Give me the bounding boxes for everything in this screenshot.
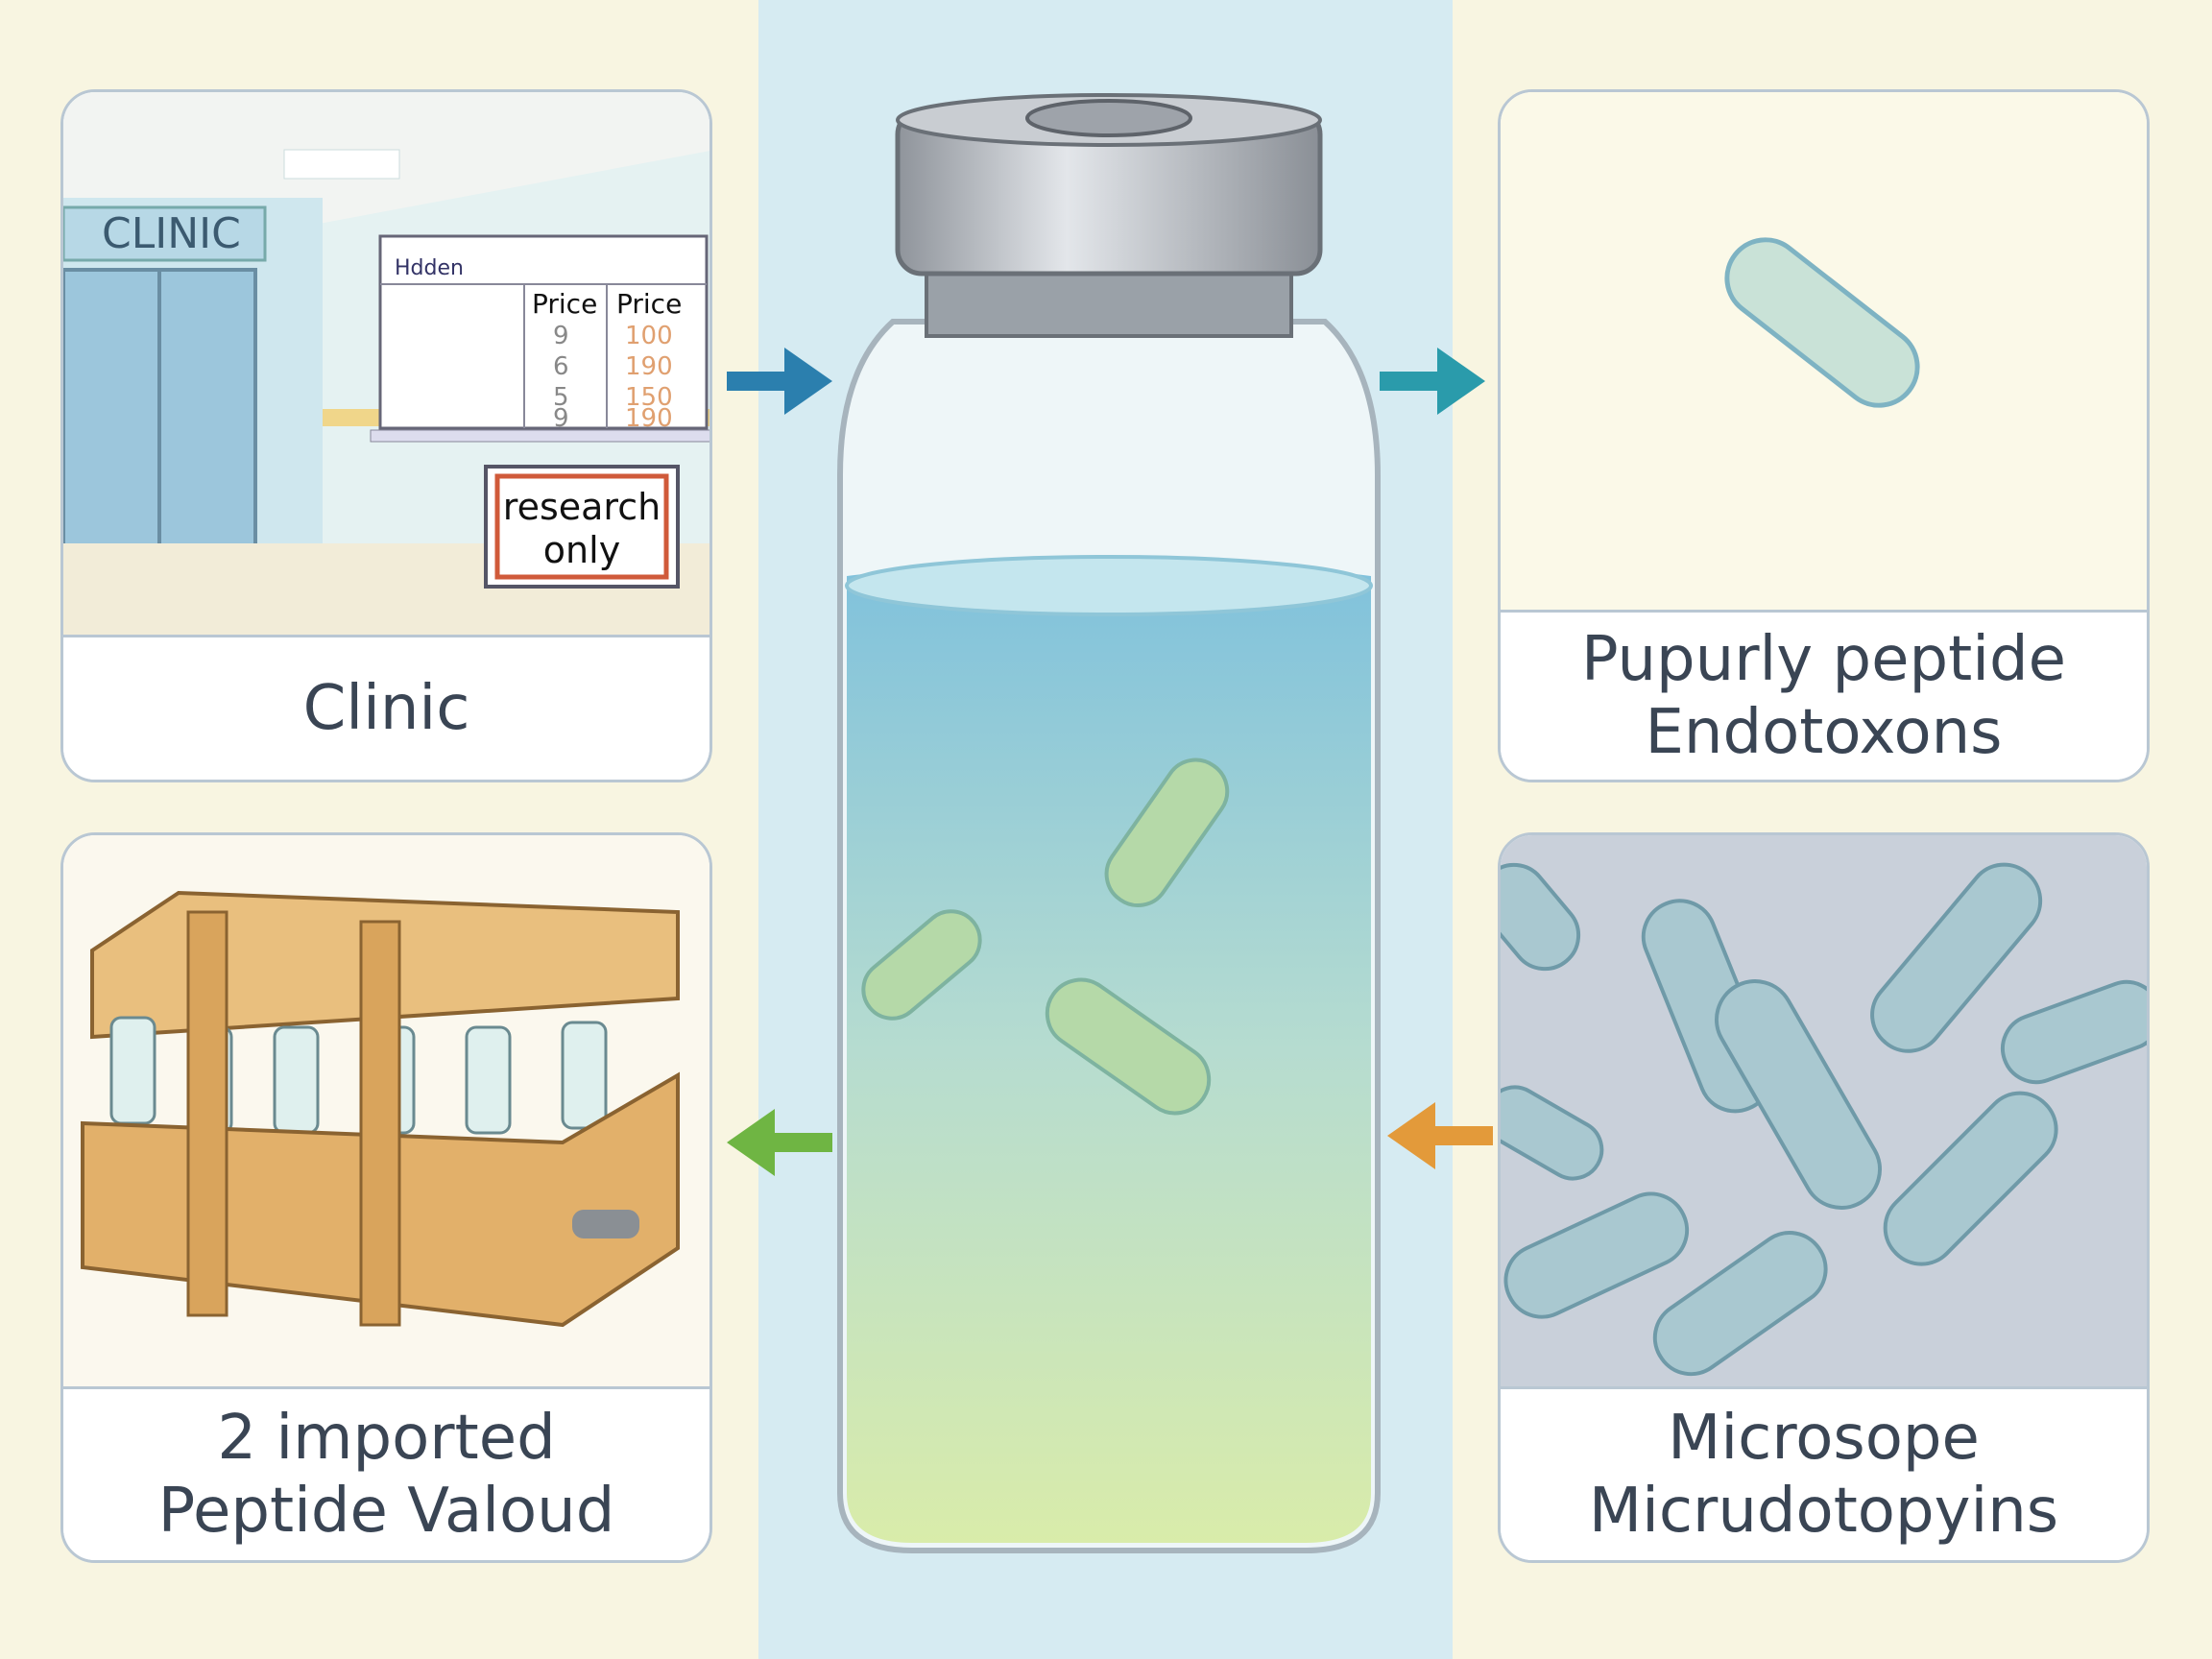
crate-illustration <box>63 835 709 1392</box>
price-cell: 9 <box>553 404 569 433</box>
imported-label-line: Peptide Valoud <box>157 1476 615 1547</box>
endotoxin-label-line: Pupurly peptide <box>1580 624 2067 695</box>
clinic-sign: CLINIC <box>102 209 241 258</box>
research-only-sign <box>484 465 680 589</box>
clinic-label: Clinic <box>63 635 709 780</box>
arrow-left-icon <box>1387 1102 1493 1169</box>
price-header: Price <box>532 288 597 320</box>
price-cell: 190 <box>625 404 673 433</box>
imported-label-line: 2 imported <box>217 1403 556 1474</box>
arrow-right-icon <box>727 348 832 415</box>
notice-text: research <box>503 486 661 528</box>
clinic-label-text: Clinic <box>302 673 470 744</box>
imported-panel: 2 imported Peptide Valoud <box>60 832 712 1563</box>
endotoxin-label-line: Endotoxons <box>1645 697 2003 768</box>
price-cell: 150 <box>625 383 673 412</box>
peptide-vial <box>837 93 1381 1553</box>
endotoxin-label: Pupurly peptide Endotoxons <box>1501 610 2147 780</box>
price-cell: 5 <box>553 383 569 412</box>
price-cell: 190 <box>625 352 673 381</box>
notice-text: only <box>543 529 620 571</box>
price-board <box>378 234 709 430</box>
price-cell: 9 <box>553 322 569 350</box>
arrow-right-icon <box>1380 348 1485 415</box>
bacterium-illustration <box>1501 92 2147 615</box>
price-cell: 6 <box>553 352 569 381</box>
microscope-label: Microsope Micrudotopyins <box>1501 1386 2147 1560</box>
price-cell: 100 <box>625 322 673 350</box>
microscope-illustration <box>1501 835 2147 1392</box>
microscope-label-line: Micrudotopyins <box>1588 1476 2059 1547</box>
price-board-title: Hdden <box>395 256 464 280</box>
microscope-label-line: Microsope <box>1668 1403 1980 1474</box>
price-header: Price <box>616 288 682 320</box>
imported-label: 2 imported Peptide Valoud <box>63 1386 709 1560</box>
microscope-panel: Microsope Micrudotopyins <box>1498 832 2150 1563</box>
endotoxin-panel: Pupurly peptide Endotoxons <box>1498 89 2150 782</box>
arrow-left-icon <box>727 1109 832 1176</box>
